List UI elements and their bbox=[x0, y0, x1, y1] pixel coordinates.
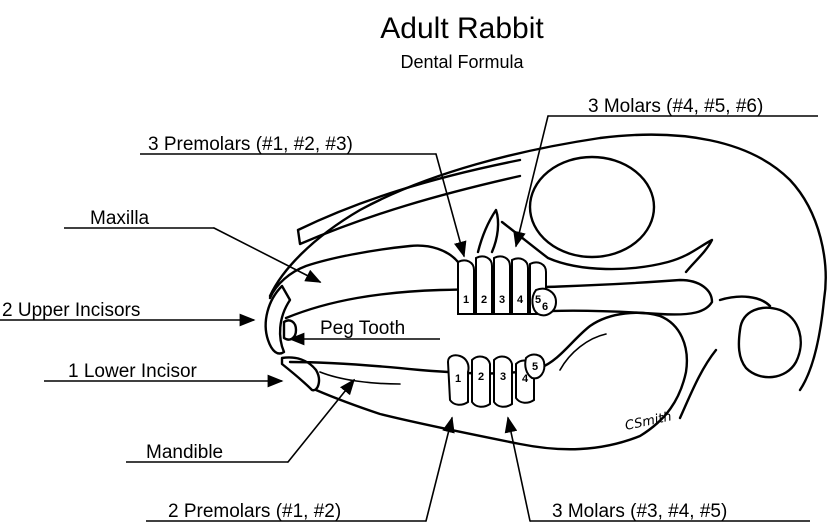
lower-tooth-4: 4 bbox=[522, 373, 529, 385]
upper-molars-leader bbox=[516, 116, 548, 246]
lower-premolars-leader bbox=[426, 418, 452, 521]
diagram-subtitle: Dental Formula bbox=[400, 52, 524, 72]
lower-tooth-5: 5 bbox=[532, 361, 538, 373]
upper-molars-label: 3 Molars (#4, #5, #6) bbox=[588, 96, 763, 117]
peg-tooth-label: Peg Tooth bbox=[320, 318, 405, 339]
upper-tooth-4: 4 bbox=[517, 294, 524, 306]
lower-tooth-2: 2 bbox=[478, 371, 484, 383]
pre-orbital-process bbox=[478, 210, 498, 252]
lower-incisor-label: 1 Lower Incisor bbox=[68, 361, 198, 382]
mandible-label: Mandible bbox=[146, 442, 223, 463]
label-peg-tooth: Peg Tooth bbox=[290, 318, 440, 339]
upper-tooth-2: 2 bbox=[481, 294, 487, 306]
lower-tooth-3: 3 bbox=[500, 371, 506, 383]
label-lower-premolars: 2 Premolars (#1, #2) bbox=[146, 418, 452, 522]
eye-socket bbox=[530, 157, 654, 257]
label-lower-incisor: 1 Lower Incisor bbox=[44, 361, 282, 382]
lower-tooth-1: 1 bbox=[455, 373, 461, 385]
maxilla-leader bbox=[214, 228, 320, 282]
upper-tooth-3: 3 bbox=[499, 294, 505, 306]
lower-molars-leader bbox=[508, 418, 530, 521]
label-lower-molars: 3 Molars (#3, #4, #5) bbox=[508, 418, 810, 522]
nasal-bone bbox=[298, 160, 520, 244]
lower-cheek-teeth: 1 2 3 4 5 bbox=[448, 355, 544, 407]
upper-tooth-5: 5 bbox=[535, 294, 541, 306]
lower-premolars-label: 2 Premolars (#1, #2) bbox=[168, 501, 341, 522]
upper-cheek-teeth: 1 2 3 4 5 6 bbox=[458, 256, 556, 315]
rear-skull bbox=[680, 297, 770, 418]
diagram-title: Adult Rabbit bbox=[380, 12, 544, 45]
upper-tooth-6: 6 bbox=[542, 301, 548, 313]
label-upper-incisors: 2 Upper Incisors bbox=[0, 300, 254, 321]
maxilla-label: Maxilla bbox=[90, 208, 150, 229]
label-upper-premolars: 3 Premolars (#1, #2, #3) bbox=[140, 134, 464, 256]
lower-molars-label: 3 Molars (#3, #4, #5) bbox=[552, 501, 727, 522]
tympanic-bulla bbox=[739, 308, 801, 377]
upper-premolars-label: 3 Premolars (#1, #2, #3) bbox=[148, 134, 353, 155]
upper-incisors-label: 2 Upper Incisors bbox=[2, 300, 140, 321]
peg-tooth bbox=[284, 320, 296, 339]
label-upper-molars: 3 Molars (#4, #5, #6) bbox=[516, 96, 818, 246]
label-maxilla: Maxilla bbox=[64, 208, 320, 282]
upper-tooth-1: 1 bbox=[463, 294, 469, 306]
